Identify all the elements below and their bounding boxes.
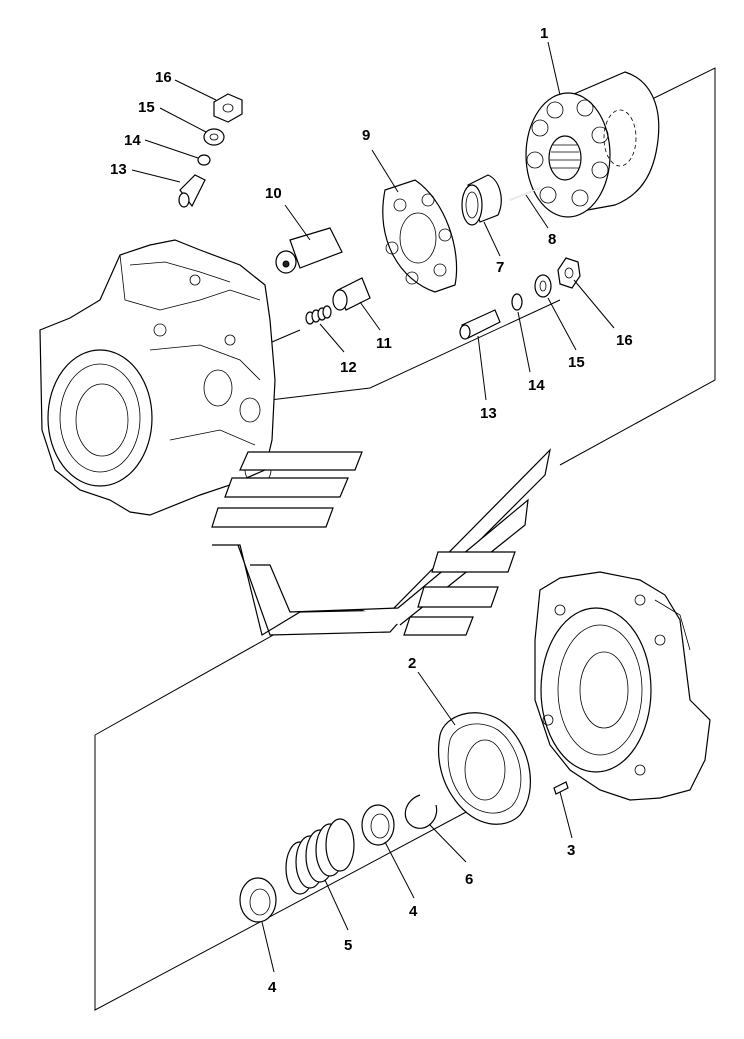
main-spring <box>285 818 355 895</box>
callout-4-upper: 4 <box>409 903 418 920</box>
pump-housing <box>39 239 276 516</box>
pin <box>509 187 541 201</box>
callout-12: 12 <box>340 359 357 376</box>
callout-14-lower: 14 <box>528 377 545 394</box>
washer-lower <box>534 274 552 298</box>
thrust-washer-upper <box>361 804 395 846</box>
retainer-plate <box>382 179 458 293</box>
callout-13-upper: 13 <box>110 161 127 178</box>
callout-13-lower: 13 <box>480 405 497 422</box>
explosion-arrow-symbol <box>211 448 551 636</box>
callout-10: 10 <box>265 185 282 202</box>
washer-upper <box>203 128 225 146</box>
callout-7: 7 <box>496 259 504 276</box>
pump-cover-housing <box>534 571 711 801</box>
valve-plate <box>437 712 531 825</box>
set-screw-lower <box>459 309 501 340</box>
callout-14-upper: 14 <box>124 132 141 149</box>
leader-lines <box>131 41 615 973</box>
callout-16-upper: 16 <box>155 69 172 86</box>
small-spring <box>305 305 332 325</box>
callout-16-lower: 16 <box>616 332 633 349</box>
callout-5: 5 <box>344 937 352 954</box>
o-ring-upper <box>197 154 211 166</box>
guide <box>332 277 371 311</box>
callout-15-upper: 15 <box>138 99 155 116</box>
cylinder-block <box>525 71 660 218</box>
callout-3: 3 <box>567 842 575 859</box>
callout-8: 8 <box>548 231 556 248</box>
callout-6: 6 <box>465 871 473 888</box>
callout-2: 2 <box>408 655 416 672</box>
dowel-pin <box>553 781 569 795</box>
thrust-washer-lower <box>239 877 277 923</box>
callout-4-lower: 4 <box>268 979 277 996</box>
callout-labels: 1 2 3 4 4 5 6 7 8 9 10 11 12 13 13 14 14… <box>110 25 633 996</box>
spherical-bushing <box>461 174 502 226</box>
callout-15-lower: 15 <box>568 354 585 371</box>
piston <box>275 227 343 274</box>
callout-11: 11 <box>376 335 392 352</box>
o-ring-lower <box>511 293 523 311</box>
set-screw-upper <box>178 174 206 208</box>
snap-ring <box>404 794 438 829</box>
callout-1: 1 <box>540 25 548 42</box>
nut-upper <box>213 93 243 123</box>
callout-9: 9 <box>362 127 370 144</box>
